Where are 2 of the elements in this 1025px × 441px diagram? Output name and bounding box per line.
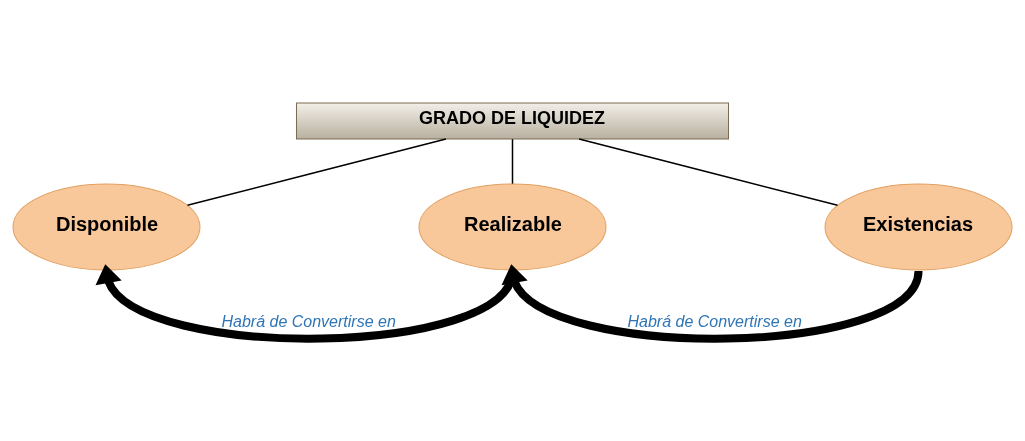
edge-label: Habrá de Convertirse en [221, 312, 396, 330]
edge-label: Habrá de Convertirse en [627, 312, 802, 330]
